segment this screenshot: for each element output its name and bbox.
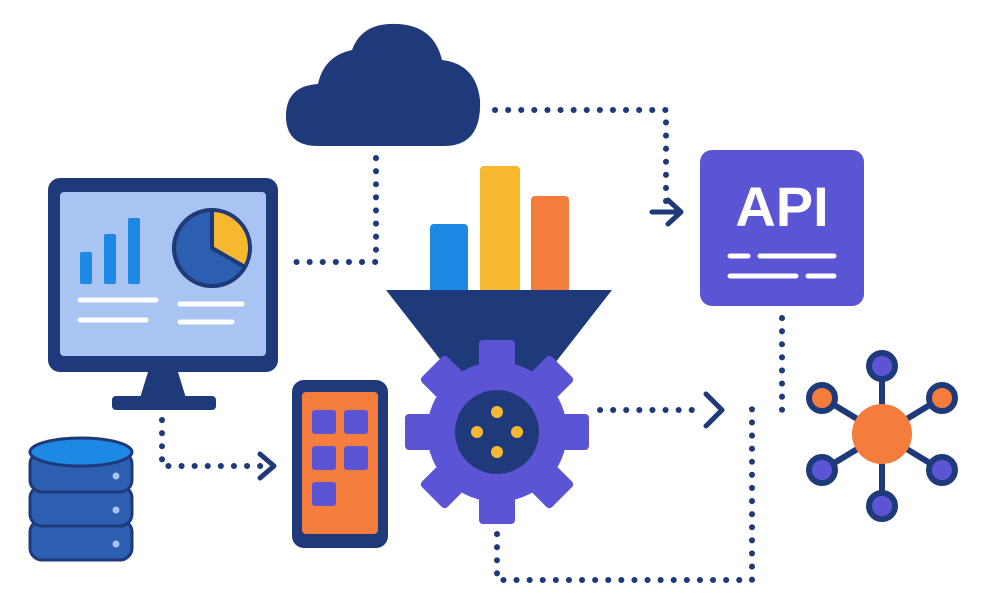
- cloud-icon: [286, 23, 481, 146]
- gear-icon: [405, 340, 589, 524]
- network-node: [926, 382, 958, 414]
- connector-lines: [159, 107, 785, 583]
- network-node: [866, 350, 898, 382]
- arrow-right-icon: [703, 391, 725, 429]
- arrow-right-icon: [257, 451, 277, 481]
- arrow-heads: [257, 197, 725, 481]
- mobile-app-icon: [292, 380, 388, 548]
- app-tile: [312, 482, 336, 506]
- network-node: [926, 454, 958, 486]
- network-node: [866, 490, 898, 522]
- network-hub-icon: [806, 350, 958, 522]
- connector-cloud-to-monitor: [289, 155, 379, 265]
- connector-cloud-to-api: [492, 107, 669, 215]
- bar-chart-icon: [430, 166, 569, 294]
- mini-bar: [80, 252, 92, 284]
- dashboard-text-lines: [77, 297, 245, 325]
- arrow-right-icon: [649, 197, 684, 227]
- mini-bar: [128, 218, 140, 284]
- monitor-stand: [140, 372, 186, 398]
- connector-monitor-to-phone: [159, 417, 265, 469]
- network-node: [806, 454, 838, 486]
- app-tile: [312, 410, 336, 434]
- app-tile: [344, 446, 368, 470]
- database-icon: [28, 436, 134, 562]
- funnel-icon: [386, 290, 612, 372]
- monitor-base: [112, 396, 216, 410]
- monitor-dashboard-icon: [48, 178, 278, 410]
- api-card-icon: API: [700, 150, 864, 306]
- api-label: API: [735, 175, 828, 238]
- app-tile: [312, 446, 336, 470]
- mini-bar: [104, 234, 116, 284]
- pie-chart-icon: [172, 208, 252, 288]
- app-tile: [344, 410, 368, 434]
- network-node: [806, 382, 838, 414]
